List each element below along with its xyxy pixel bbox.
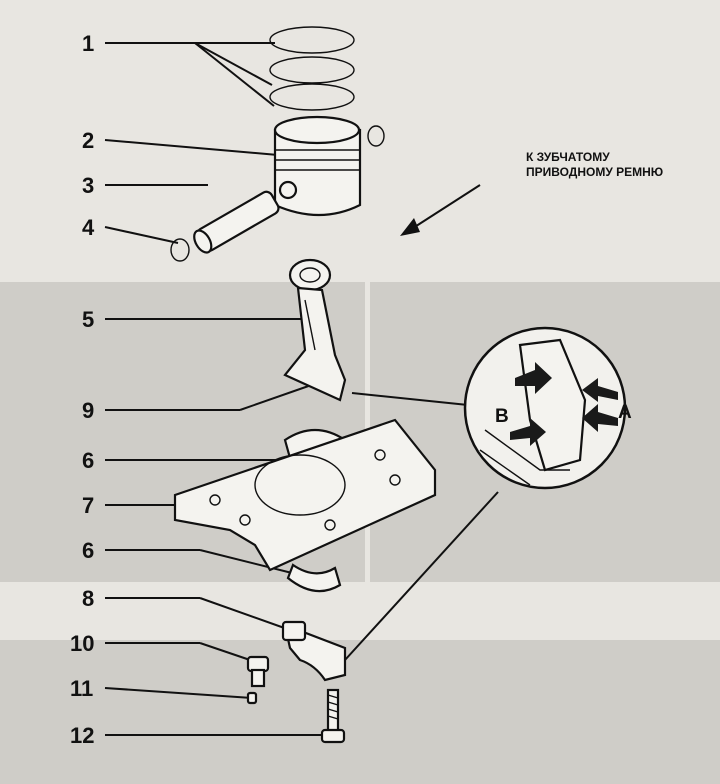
connecting-rod-bolt bbox=[320, 688, 346, 744]
belt-label-line1: К ЗУБЧАТОМУ bbox=[526, 150, 610, 164]
bearing-plate bbox=[173, 418, 437, 572]
detail-label-b: B bbox=[495, 406, 509, 427]
connecting-rod-cap bbox=[281, 620, 347, 682]
circlip-left bbox=[170, 238, 190, 262]
piston-pin bbox=[193, 190, 280, 254]
arrow-lower-right bbox=[582, 404, 618, 432]
bearing-shell-lower bbox=[286, 563, 342, 593]
callout-9: 9 bbox=[82, 398, 94, 423]
dowel-pin bbox=[246, 691, 258, 705]
callout-2: 2 bbox=[82, 128, 94, 153]
callout-4: 4 bbox=[82, 215, 95, 240]
connecting-rod bbox=[283, 258, 347, 402]
callout-6-upper: 6 bbox=[82, 448, 94, 473]
bolt-small bbox=[246, 655, 270, 688]
callout-12: 12 bbox=[70, 723, 94, 748]
leader-lines bbox=[104, 42, 499, 736]
callout-7: 7 bbox=[82, 493, 94, 518]
arrow-upper-right bbox=[582, 378, 618, 402]
piston-rings bbox=[269, 26, 355, 111]
callout-6-lower: 6 bbox=[82, 538, 94, 563]
belt-label-line2: ПРИВОДНОМУ РЕМНЮ bbox=[526, 165, 663, 179]
piston bbox=[273, 115, 362, 217]
belt-direction-arrow bbox=[400, 184, 481, 236]
callout-8: 8 bbox=[82, 586, 94, 611]
circlip-right bbox=[367, 125, 385, 147]
arrow-lower-left bbox=[510, 418, 546, 446]
callout-10: 10 bbox=[70, 631, 94, 656]
callout-numbers: 1 2 3 4 5 9 6 7 6 8 10 11 12 bbox=[70, 31, 95, 748]
callout-3: 3 bbox=[82, 173, 94, 198]
callout-11: 11 bbox=[70, 676, 93, 701]
background-photo-bottom bbox=[0, 640, 720, 784]
callout-1: 1 bbox=[82, 31, 94, 56]
detail-label-a: A bbox=[618, 402, 632, 423]
detail-circle: B A bbox=[463, 326, 632, 490]
callout-5: 5 bbox=[82, 307, 94, 332]
arrow-upper-left bbox=[515, 362, 552, 394]
